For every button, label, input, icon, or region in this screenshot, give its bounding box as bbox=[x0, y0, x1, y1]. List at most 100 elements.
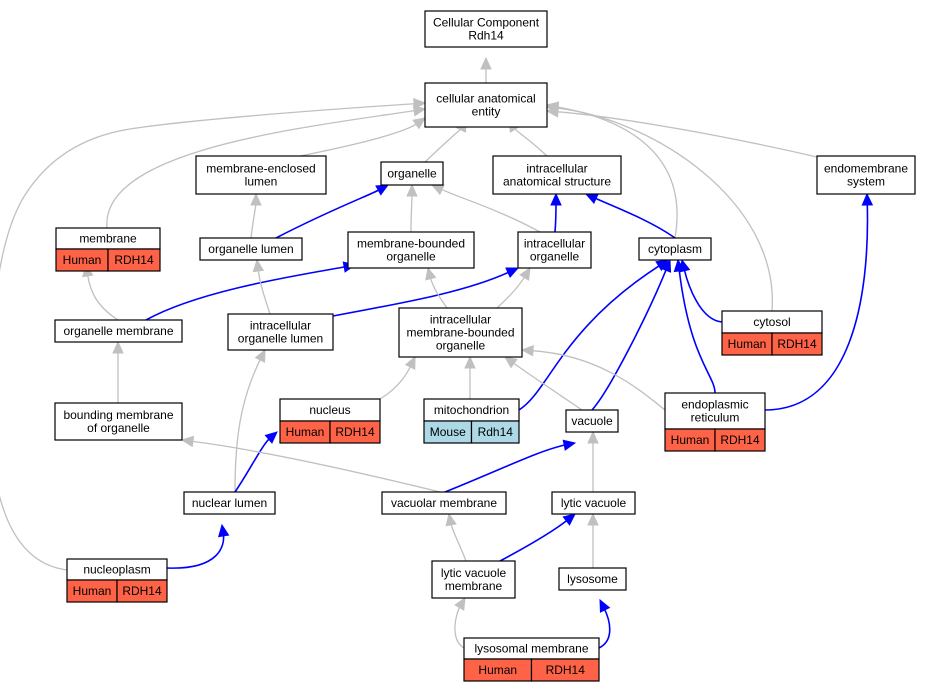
node-label: anatomical structure bbox=[503, 175, 611, 189]
edge-line bbox=[499, 518, 569, 562]
arrowhead-icon bbox=[660, 258, 672, 273]
node-label: entity bbox=[472, 105, 501, 119]
node-label: vacuole bbox=[571, 414, 613, 428]
edge-line bbox=[410, 193, 413, 233]
node-label: organelle bbox=[436, 339, 486, 353]
node-organelle[interactable]: organelle bbox=[380, 161, 444, 186]
node-box bbox=[558, 567, 627, 591]
edge-line bbox=[496, 275, 526, 309]
edge-line bbox=[511, 361, 583, 411]
arrowhead-icon bbox=[562, 439, 577, 451]
annotation-species: Human bbox=[671, 433, 710, 447]
edge-iol-to-orglumen bbox=[252, 258, 271, 315]
arrowhead-icon bbox=[587, 430, 599, 444]
edge-line bbox=[678, 268, 716, 394]
edge-line bbox=[450, 522, 467, 562]
edge-vacuole-to-cytoplasm bbox=[591, 258, 672, 411]
edge-line bbox=[429, 276, 448, 309]
edge-line bbox=[764, 202, 869, 411]
node-box bbox=[424, 10, 548, 48]
edge-vacmem-to-vacuole bbox=[444, 439, 577, 493]
edge-line bbox=[555, 107, 773, 312]
node-box bbox=[347, 231, 475, 269]
edge-cytoplasm-to-ias bbox=[584, 193, 676, 239]
edge-line bbox=[513, 127, 548, 157]
edge-line bbox=[234, 357, 262, 493]
arrowhead-icon bbox=[250, 192, 262, 206]
node-vacmem[interactable]: vacuolar membrane bbox=[381, 491, 507, 515]
edge-line bbox=[0, 102, 417, 571]
node-box bbox=[398, 307, 523, 358]
edge-nucleoplasm-to-nuclumen bbox=[166, 523, 230, 569]
node-box bbox=[431, 560, 516, 599]
edge-vacmem-to-bmo bbox=[180, 435, 441, 493]
node-lysosome[interactable]: lysosome bbox=[558, 567, 627, 591]
node-label: reticulum bbox=[691, 411, 740, 425]
edge-line bbox=[591, 268, 668, 411]
annotation-gene: RDH14 bbox=[720, 433, 760, 447]
node-label: Cellular Component bbox=[433, 16, 540, 30]
edges-layer bbox=[0, 56, 874, 649]
edge-line bbox=[554, 202, 557, 233]
node-label: membrane-bounded bbox=[406, 326, 514, 340]
arrowhead-icon bbox=[673, 258, 686, 273]
annotation-gene: RDH14 bbox=[122, 584, 162, 598]
arrowhead-icon bbox=[445, 512, 457, 527]
node-label: of organelle bbox=[87, 421, 150, 435]
annotation-gene: RDH14 bbox=[777, 337, 817, 351]
node-nuclumen[interactable]: nuclear lumen bbox=[183, 491, 276, 515]
arrowhead-icon bbox=[413, 98, 427, 110]
node-orglumen[interactable]: organelle lumen bbox=[199, 237, 303, 261]
edge-line bbox=[555, 111, 818, 158]
node-orgmem[interactable]: organelle membrane bbox=[54, 319, 183, 343]
edge-line bbox=[250, 202, 257, 239]
edge-line bbox=[593, 197, 676, 239]
arrowhead-icon bbox=[464, 355, 476, 369]
edge-orglumen-to-mel bbox=[250, 192, 262, 239]
node-vacuole[interactable]: vacuole bbox=[565, 409, 619, 433]
node-label: lysosome bbox=[567, 572, 618, 586]
node-lytvac[interactable]: lytic vacuole bbox=[551, 491, 636, 515]
node-label: organelle bbox=[387, 167, 437, 181]
edge-line bbox=[332, 271, 511, 317]
arrowhead-icon bbox=[254, 348, 266, 363]
node-box bbox=[380, 161, 444, 186]
annotation-gene: RDH14 bbox=[546, 663, 586, 677]
annotation-species: Mouse bbox=[430, 425, 466, 439]
node-cytoplasm[interactable]: cytoplasm bbox=[638, 237, 712, 261]
edge-vacuole-to-imbo bbox=[504, 356, 583, 411]
edge-io-to-ias bbox=[550, 192, 562, 233]
edge-lvm-to-vacmem bbox=[445, 512, 467, 562]
edge-line bbox=[86, 273, 119, 321]
arrowhead-icon bbox=[599, 598, 611, 613]
node-box bbox=[816, 155, 916, 195]
edge-line bbox=[518, 264, 661, 411]
arrowhead-icon bbox=[406, 183, 418, 197]
edge-nucleoplasm-to-cae bbox=[0, 98, 427, 571]
edge-mito-to-imbo bbox=[464, 355, 476, 399]
edge-line bbox=[234, 437, 271, 493]
